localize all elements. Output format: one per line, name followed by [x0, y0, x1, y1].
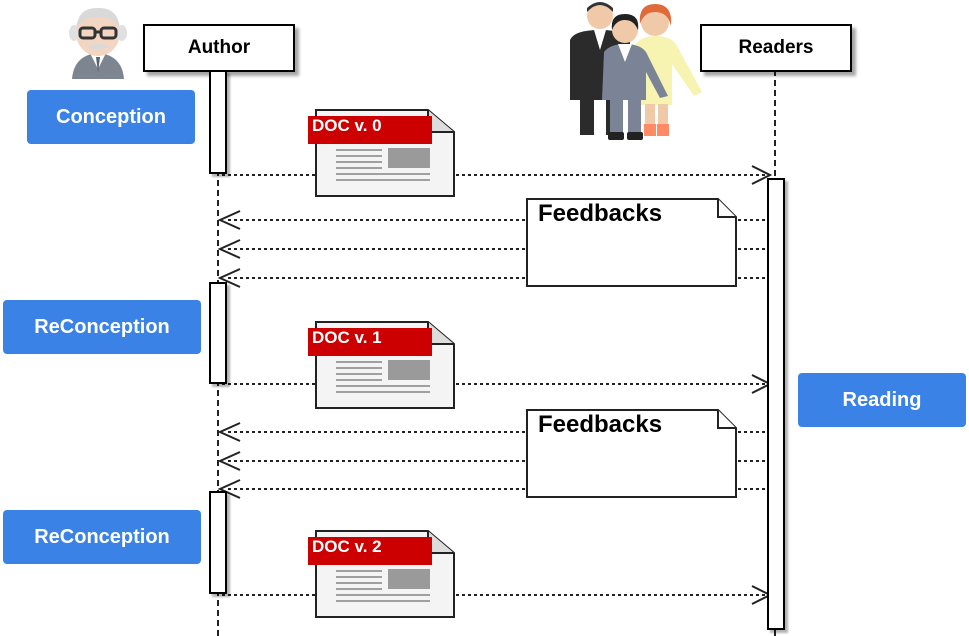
document-v1: DOC v. 1: [308, 318, 458, 410]
feedback-note-text: Feedbacks: [538, 411, 663, 438]
feedback-note-text: Feedbacks: [538, 200, 663, 227]
feedback-note-1: Feedbacks: [526, 198, 738, 288]
arrowhead-right-1: [751, 165, 773, 185]
readers-actor-box: Readers: [700, 24, 852, 72]
document-label: DOC v. 1: [312, 328, 382, 347]
author-actor-box: Author: [143, 24, 295, 72]
arrowhead-left-1: [217, 210, 241, 230]
feedback-note-2: Feedbacks: [526, 409, 738, 499]
author-activation-1: [209, 70, 227, 174]
note-shape: [526, 409, 737, 498]
reconception-phase-label-2: ReConception: [3, 510, 201, 564]
document-v2: DOC v. 2: [308, 527, 458, 619]
readers-group-icon: [570, 2, 702, 140]
document-icon: [308, 109, 455, 197]
arrowhead-left-5: [217, 451, 241, 471]
author-avatar-icon: [69, 7, 127, 79]
document-label: DOC v. 0: [312, 116, 382, 135]
author-activation-2: [209, 282, 227, 384]
document-icon: [308, 530, 455, 618]
reconception-phase-label-1: ReConception: [3, 300, 201, 354]
reading-phase-label: Reading: [798, 373, 966, 427]
readers-activation: [767, 178, 785, 630]
conception-phase-label: Conception: [27, 90, 195, 144]
note-shape: [526, 198, 737, 287]
author-activation-3: [209, 491, 227, 594]
arrowhead-left-3: [217, 268, 241, 288]
arrowhead-left-6: [217, 479, 241, 499]
document-label: DOC v. 2: [312, 537, 382, 556]
document-v0: DOC v. 0: [308, 106, 458, 198]
arrowhead-left-4: [217, 422, 241, 442]
document-icon: [308, 321, 455, 409]
arrowhead-left-2: [217, 239, 241, 259]
